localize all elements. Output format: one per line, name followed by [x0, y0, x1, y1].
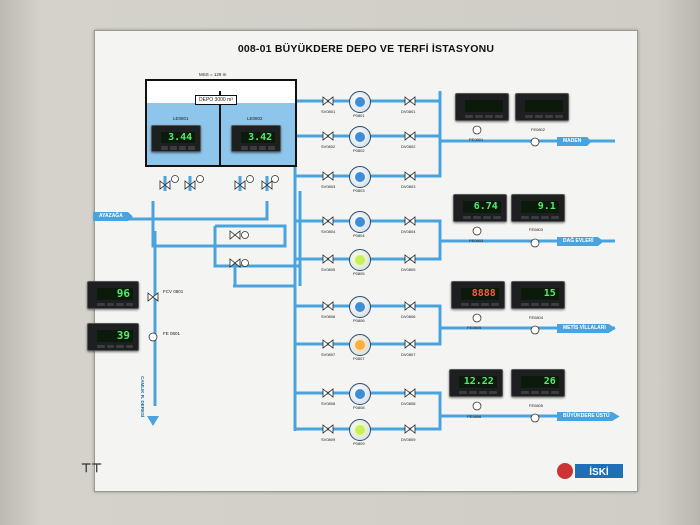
dv-tag: DV0803: [401, 184, 416, 189]
right-display-4: 9.1: [511, 194, 565, 222]
dv-tag: DV0805: [401, 267, 416, 272]
right-tag: FE0802: [531, 127, 546, 132]
level-display-left: 3.44: [151, 125, 201, 152]
tank-left-tag: LE0801: [173, 116, 189, 121]
right-display-8-value: 26: [521, 375, 559, 388]
depo-label: DEPO 3000 m³: [195, 95, 237, 105]
dv-tag: DV0802: [401, 144, 416, 149]
pump-P0809[interactable]: [349, 419, 371, 441]
left-display-2: 39: [87, 323, 139, 351]
level-value-left: 3.44: [160, 131, 196, 143]
pump-tag: P0804: [353, 233, 365, 238]
right-tag: FE0804: [529, 315, 544, 320]
right-tag: PE0806: [467, 414, 482, 419]
dest-dag-evleri: DAĞ EVLERİ: [557, 237, 604, 246]
sv-tag: SV0806: [321, 314, 336, 319]
sv-tag: SV0802: [321, 144, 336, 149]
dv-tag: DV0801: [401, 109, 416, 114]
right-display-6-value: 15: [521, 287, 559, 300]
pump-tag: P0807: [353, 356, 365, 361]
right-tag: PE0801: [469, 137, 484, 142]
pump-P0806[interactable]: [349, 296, 371, 318]
sv-tag: SV0801: [321, 109, 336, 114]
panel-title: 008-01 BÜYÜKDERE DEPO VE TERFİ İSTASYONU: [237, 43, 495, 55]
pump-tag: P0806: [353, 318, 365, 323]
pump-tag: P0803: [353, 188, 365, 193]
dv-tag: DV0807: [401, 352, 416, 357]
right-display-7: 12.22: [449, 369, 503, 397]
right-display-2-value: [525, 99, 563, 112]
dv-tag: DV0809: [401, 437, 416, 442]
dv-tag: DV0808: [401, 401, 416, 406]
outlet-label: CAMLIK R. DERESİ: [140, 376, 145, 418]
right-display-4-value: 9.1: [521, 200, 559, 213]
pump-P0805[interactable]: [349, 249, 371, 271]
sv-tag: SV0805: [321, 267, 336, 272]
pump-P0801[interactable]: [349, 91, 371, 113]
pump-tag: P0809: [353, 441, 365, 446]
dv-tag: DV0806: [401, 314, 416, 319]
pump-tag: P0805: [353, 271, 365, 276]
dest-metis-villalari: METİS VİLLALARI: [557, 324, 616, 333]
tank-divider: [219, 91, 221, 165]
right-tag: PE0805: [467, 325, 482, 330]
sv-tag: SV0809: [321, 437, 336, 442]
inlet-ayazaga: AYAZAĞA: [93, 212, 133, 221]
left-display-2-tag: FE 0801: [163, 331, 181, 336]
tank-right-tag: LE0802: [247, 116, 263, 121]
left-display-1: 96: [87, 281, 139, 309]
right-display-8: 26: [511, 369, 565, 397]
pump-P0808[interactable]: [349, 383, 371, 405]
pump-tag: P0808: [353, 405, 365, 410]
corner-mark-icon: ⊤⊤: [81, 461, 102, 475]
left-display-2-value: 39: [97, 329, 133, 342]
mimic-panel: 008-01 BÜYÜKDERE DEPO VE TERFİ İSTASYONU: [81, 30, 638, 492]
right-tag: FE0805: [529, 403, 544, 408]
dest-buyukdere-ustu: BÜYÜKDERE ÜSTÜ: [557, 412, 620, 421]
sv-tag: SV0803: [321, 184, 336, 189]
level-display-right: 3.42: [231, 125, 281, 152]
right-display-5: 8888: [451, 281, 505, 309]
right-display-7-value: 12.22: [459, 375, 497, 388]
pump-P0807[interactable]: [349, 334, 371, 356]
left-display-1-value: 96: [97, 287, 133, 300]
right-display-6: 15: [511, 281, 565, 309]
right-tag: FE0803: [529, 227, 544, 232]
storage-tank: [145, 79, 297, 167]
svg-text:İSKİ: İSKİ: [589, 465, 609, 478]
right-tag: PE0803: [469, 238, 484, 243]
mss-label: MSS = 129 m: [199, 72, 227, 77]
iski-logo: İSKİ: [557, 461, 625, 481]
right-display-5-value: 8888: [461, 287, 499, 300]
dv-tag: DV0804: [401, 229, 416, 234]
left-display-1-tag: FCV 0801: [163, 289, 184, 294]
pump-P0802[interactable]: [349, 126, 371, 148]
pump-P0803[interactable]: [349, 166, 371, 188]
right-display-3: 6.74: [453, 194, 507, 222]
right-display-1-value: [465, 99, 503, 112]
pump-P0804[interactable]: [349, 211, 371, 233]
right-display-2: [515, 93, 569, 121]
pump-tag: P0801: [353, 113, 365, 118]
pump-tag: P0802: [353, 148, 365, 153]
right-display-1: [455, 93, 509, 121]
sv-tag: SV0807: [321, 352, 336, 357]
dest-maden: MADEN: [557, 137, 592, 146]
sv-tag: SV0804: [321, 229, 336, 234]
sv-tag: SV0808: [321, 401, 336, 406]
right-display-3-value: 6.74: [463, 200, 501, 213]
level-value-right: 3.42: [240, 131, 276, 143]
